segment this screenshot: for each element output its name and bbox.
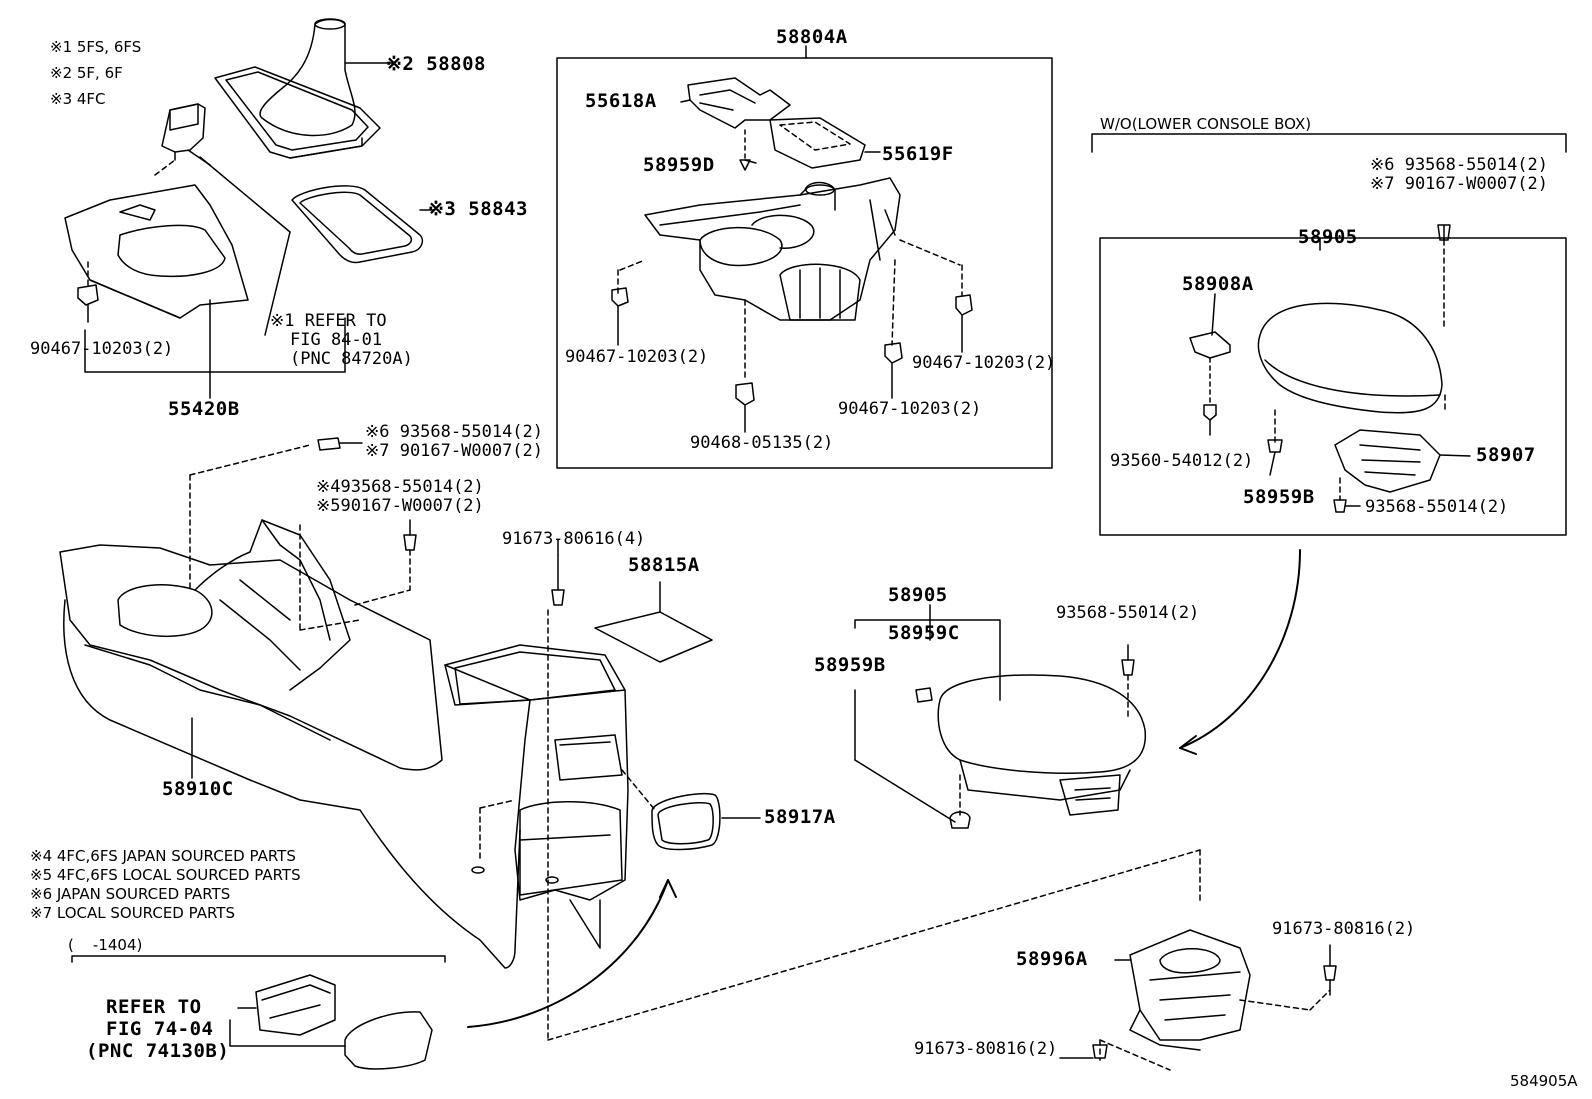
label-91673-816a: 91673-80816(2) — [1272, 919, 1416, 939]
bezel-58843 — [291, 185, 435, 264]
pocket-pad-58917A — [651, 792, 761, 851]
label-93560: 93560-54012(2) — [1110, 451, 1254, 471]
ref-fig84-line3: (PNC 84720A) — [290, 349, 413, 369]
note-7: ※7 LOCAL SOURCED PARTS — [30, 904, 235, 922]
label-58815A: 58815A — [628, 554, 700, 576]
label-90468: 90468-05135(2) — [690, 433, 834, 453]
label-7-top-right: ※7 90167-W0007(2) — [1370, 174, 1549, 194]
label-6-mid: ※6 93568-55014(2) — [365, 422, 544, 442]
note-4: ※4 4FC,6FS JAPAN SOURCED PARTS — [30, 847, 296, 865]
cupholder-assembly — [611, 77, 973, 433]
note-date-range: ( -1404) — [68, 936, 143, 954]
label-90467-b: 90467-10203(2) — [565, 347, 709, 367]
label-58907: 58907 — [1476, 444, 1536, 466]
shift-panel-55420B — [64, 159, 249, 323]
label-58910C: 58910C — [162, 778, 234, 800]
armrest-assembly-lower — [854, 604, 1146, 829]
shift-boot-58808 — [214, 18, 393, 159]
note-3: ※3 4FC — [50, 90, 106, 108]
label-58959C: 58959C — [888, 622, 960, 644]
label-58959B-low: 58959B — [814, 654, 886, 676]
label-58804A: 58804A — [776, 26, 848, 48]
label-55420B: 55420B — [168, 398, 240, 420]
arrow-bottom-to-console — [467, 879, 677, 1028]
ref-fig74-line3: (PNC 74130B) — [86, 1040, 230, 1062]
armrest-assembly-upper — [1189, 224, 1471, 513]
label-7-mid: ※7 90167-W0007(2) — [365, 441, 544, 461]
label-91673-616: 91673-80616(4) — [502, 529, 646, 549]
label-93568-box: 93568-55014(2) — [1365, 497, 1509, 517]
console-rear-box — [444, 539, 1201, 1041]
label-58917A: 58917A — [764, 806, 836, 828]
label-58905-top: 58905 — [1298, 226, 1358, 248]
group-box-58905 — [1099, 237, 1567, 536]
label-6-top-right: ※6 93568-55014(2) — [1370, 155, 1549, 175]
label-58959D: 58959D — [643, 154, 715, 176]
insert-pocket — [229, 974, 433, 1070]
arrow-right-to-middle — [1179, 549, 1301, 755]
note-6: ※6 JAPAN SOURCED PARTS — [30, 885, 231, 903]
label-5-mid: ※590167-W0007(2) — [316, 496, 484, 516]
tray-mat-58815A — [594, 581, 713, 663]
label-58908A: 58908A — [1182, 273, 1254, 295]
note-1: ※1 5FS, 6FS — [50, 38, 142, 56]
label-55619F: 55619F — [882, 143, 954, 165]
label-58959B-top: 58959B — [1243, 486, 1315, 508]
label-58905-low: 58905 — [888, 584, 948, 606]
label-58996A: 58996A — [1016, 948, 1088, 970]
figure-id: 584905A — [1510, 1072, 1578, 1090]
label-4-mid: ※493568-55014(2) — [316, 477, 484, 497]
label-wo-lower-console: W/O(LOWER CONSOLE BOX) — [1100, 115, 1312, 133]
bracket-58996A — [1059, 929, 1337, 1071]
ref-fig74-line2: FIG 74-04 — [106, 1018, 214, 1040]
label-91673-816b: 91673-80816(2) — [914, 1039, 1058, 1059]
note-2: ※2 5F, 6F — [50, 64, 123, 82]
label-55618A: 55618A — [585, 90, 657, 112]
console-switch — [161, 103, 211, 166]
ref-fig84-line2: FIG 84-01 — [290, 330, 383, 350]
note-5: ※5 4FC,6FS LOCAL SOURCED PARTS — [30, 866, 301, 884]
bracket-55420B — [84, 317, 346, 373]
console-body-58910C — [59, 437, 521, 969]
ref-fig74-line1: REFER TO — [106, 996, 202, 1018]
label-93568-low: 93568-55014(2) — [1056, 603, 1200, 623]
label-90467-a: 90467-10203(2) — [30, 339, 174, 359]
label-58808: ※2 58808 — [386, 53, 486, 75]
leader-fig84 — [199, 156, 291, 233]
label-90467-c: 90467-10203(2) — [912, 353, 1056, 373]
ref-fig84-line1: ※1 REFER TO — [270, 311, 387, 331]
bracket-wo-lower-console — [1091, 133, 1567, 153]
group-box-58804A — [556, 57, 1053, 469]
label-90467-d: 90467-10203(2) — [838, 399, 982, 419]
label-58843: ※3 58843 — [428, 198, 528, 220]
bracket-date-range — [71, 955, 446, 963]
